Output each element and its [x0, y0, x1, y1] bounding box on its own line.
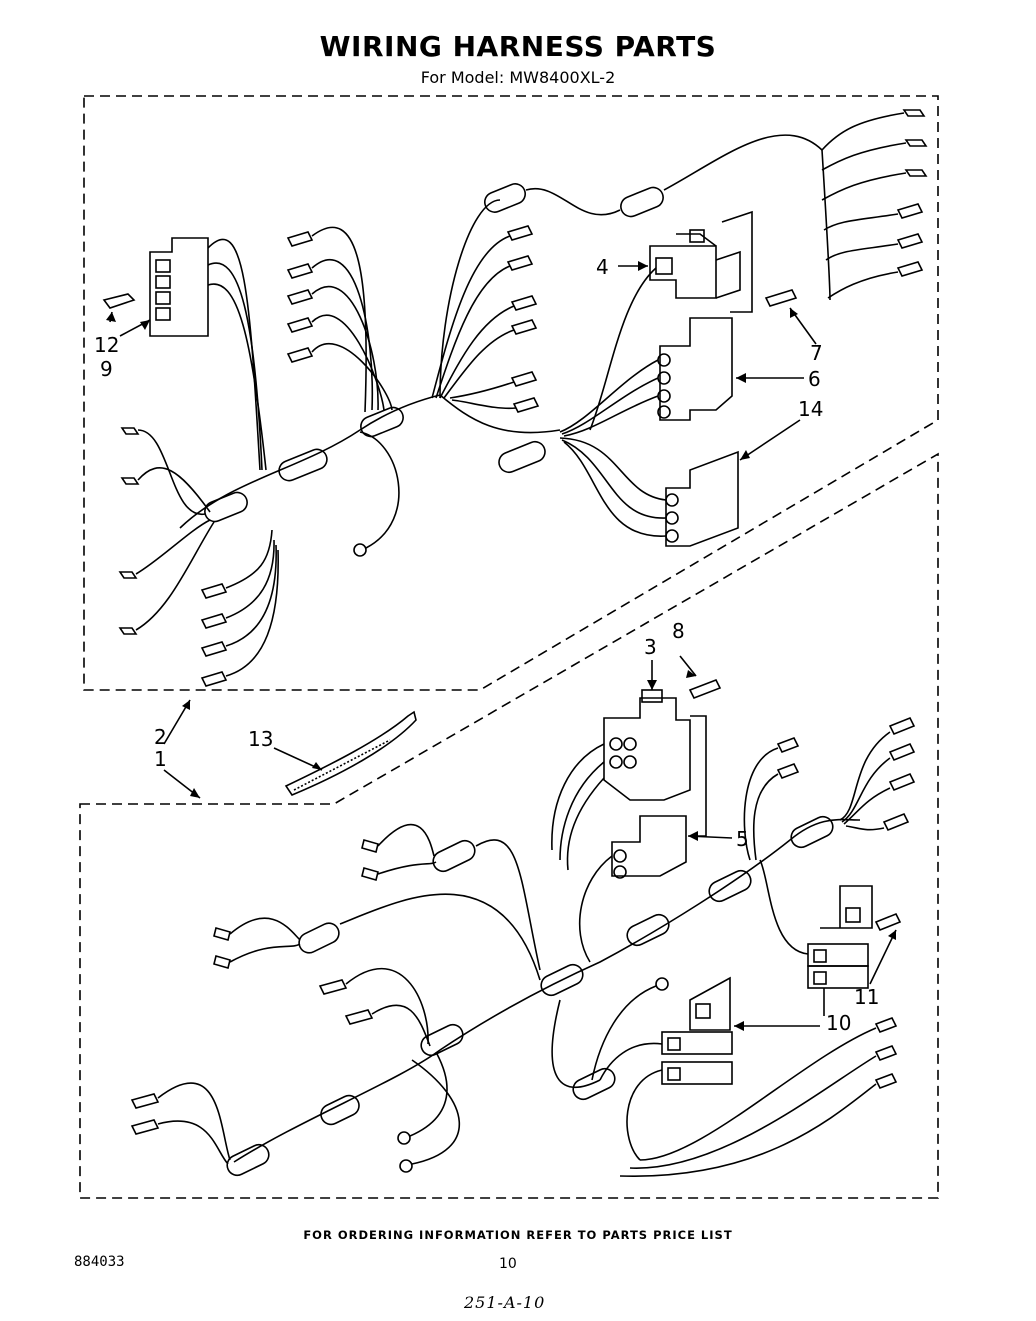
page-number: 10 — [499, 1256, 517, 1272]
sleeve — [498, 440, 546, 474]
callout-14: 14 — [798, 397, 823, 421]
connector-11 — [759, 859, 902, 989]
callout-9: 9 — [100, 357, 113, 381]
upper-harness-boundary — [83, 95, 939, 691]
lower-left-terminals — [130, 823, 437, 1165]
upper-trunk — [179, 394, 561, 529]
top-terminals — [286, 226, 393, 413]
callout-12: 12 — [94, 333, 119, 357]
callout-1: 1 — [154, 747, 167, 771]
callout-10: 10 — [826, 1011, 851, 1035]
bottom-right-terminals — [551, 999, 898, 1177]
lower-trunk — [233, 818, 861, 1163]
connector-14 — [559, 437, 739, 547]
sleeve — [484, 183, 526, 213]
callout-5: 5 — [736, 827, 749, 851]
connector-10 — [599, 976, 733, 1161]
terminal-7 — [764, 289, 798, 307]
left-terminals — [118, 427, 215, 635]
sleeve — [620, 186, 664, 218]
connector-6 — [559, 317, 733, 437]
leader-11 — [869, 929, 897, 985]
tie-strap-13 — [273, 710, 417, 796]
callout-4: 4 — [596, 255, 609, 279]
document-number: 884033 — [74, 1254, 125, 1270]
connector-4 — [589, 210, 753, 431]
terminal-8 — [688, 678, 722, 700]
lower-ring-terminals — [397, 977, 669, 1173]
callout-6: 6 — [808, 367, 821, 391]
sleeve — [204, 491, 248, 523]
sleeve — [360, 406, 404, 438]
ordering-note: FOR ORDERING INFORMATION REFER TO PARTS … — [303, 1228, 733, 1242]
leader-8 — [679, 655, 697, 677]
mid-terminals — [431, 225, 540, 413]
callout-2: 2 — [154, 725, 167, 749]
arrowheads — [106, 261, 896, 1031]
callout-11: 11 — [854, 985, 879, 1009]
handwritten-reference: 251-A-10 — [464, 1293, 546, 1312]
page-title: WIRING HARNESS PARTS — [319, 30, 717, 63]
callout-13: 13 — [248, 727, 273, 751]
lower-harness-boundary — [79, 452, 939, 1199]
callout-3: 3 — [644, 635, 657, 659]
lower-right-terminals — [743, 716, 916, 861]
right-branch — [439, 109, 928, 399]
connector-5 — [578, 815, 687, 963]
model-subtitle: For Model: MW8400XL-2 — [420, 68, 616, 87]
connector-3 — [551, 689, 707, 871]
upper-harness-group — [83, 95, 939, 691]
terminal-12 — [102, 293, 136, 309]
lower-harness-group — [79, 452, 939, 1199]
ring-terminal-upper — [353, 431, 400, 557]
bottom-left-terminals — [200, 529, 279, 687]
callout-8: 8 — [672, 619, 685, 643]
callout-7: 7 — [810, 341, 823, 365]
leader-14 — [739, 419, 801, 461]
sleeve — [278, 448, 328, 482]
connector-9 — [149, 237, 267, 471]
